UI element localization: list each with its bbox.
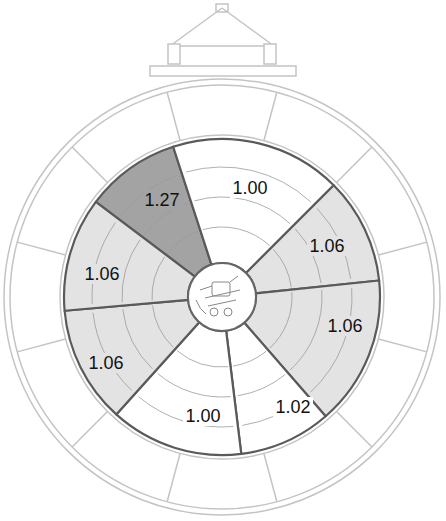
segment-value: 1.06: [325, 316, 364, 336]
segment-value: 1.06: [82, 264, 121, 284]
segment-value: 1.00: [183, 406, 222, 426]
segment-value: 1.27: [142, 190, 181, 210]
segment-value: 1.06: [307, 236, 346, 256]
segment-value: 1.06: [86, 353, 125, 373]
segment-value: 1.02: [273, 397, 312, 417]
segment-value: 1.00: [230, 178, 269, 198]
